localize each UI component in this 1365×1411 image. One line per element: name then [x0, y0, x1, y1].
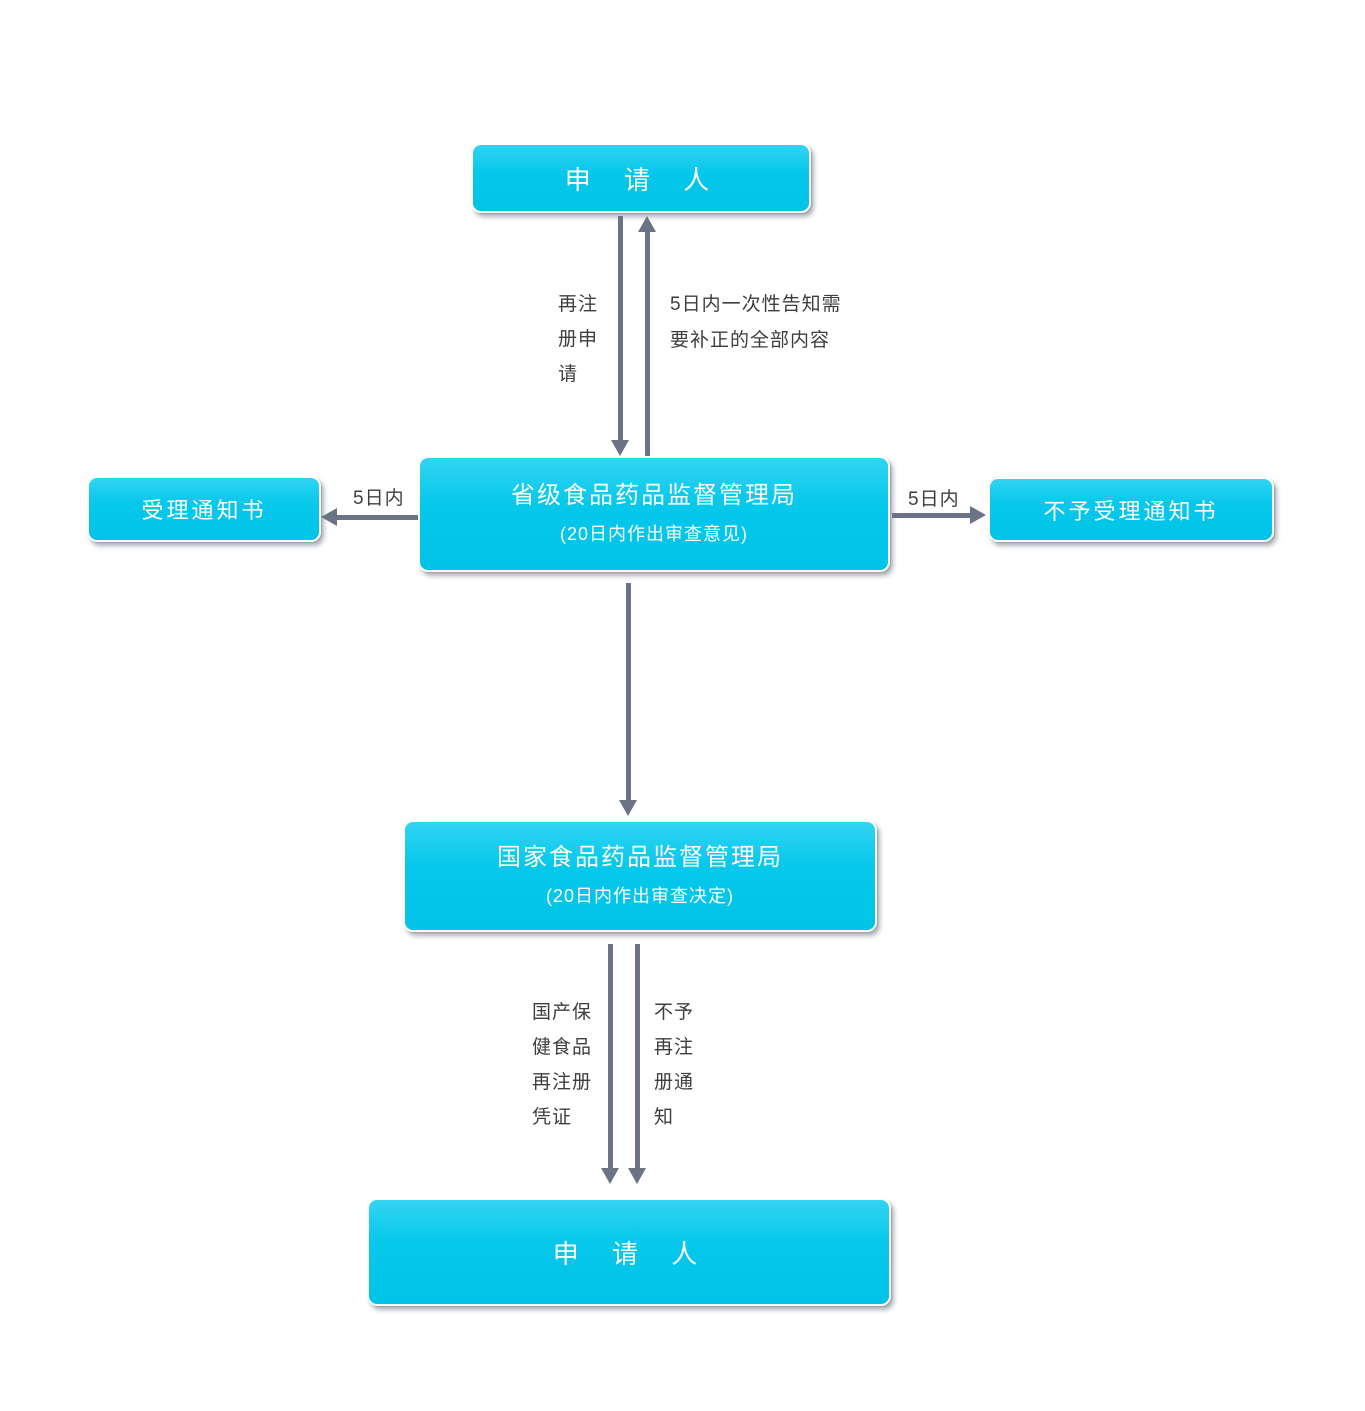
- arrowhead-down-icon: [601, 1168, 619, 1184]
- node-national-fda-title: 国家食品药品监督管理局: [497, 843, 783, 871]
- edge-label-within-5-days-left: 5日内: [353, 488, 405, 509]
- edge-label-non-renewal: 不予 再注 册通 知: [654, 1002, 695, 1128]
- edge-label-certificate: 国产保 健食品 再注册 凭证: [532, 1002, 593, 1128]
- node-applicant-bottom: 申 请 人: [367, 1198, 891, 1306]
- arrowhead-down-icon: [619, 800, 637, 816]
- node-rejection-notice-label: 不予受理通知书: [1043, 498, 1219, 524]
- arrowhead-down-icon: [628, 1168, 646, 1184]
- arrowhead-down-icon: [611, 440, 629, 456]
- arrowhead-up-icon: [638, 216, 656, 232]
- node-applicant-top-label: 申 请 人: [564, 164, 718, 195]
- arrowhead-left-icon: [321, 508, 337, 526]
- node-acceptance-notice: 受理通知书: [87, 476, 321, 542]
- node-provincial-fda-title: 省级食品药品监督管理局: [511, 481, 797, 509]
- node-national-fda-subtitle: (20日内作出审查决定): [545, 886, 734, 907]
- edge-label-reregistration-application: 再注 册申 请: [558, 294, 599, 385]
- node-rejection-notice: 不予受理通知书: [988, 477, 1274, 542]
- node-acceptance-notice-label: 受理通知书: [141, 498, 267, 523]
- node-applicant-top: 申 请 人: [471, 143, 811, 213]
- edge-label-within-5-days-right: 5日内: [908, 489, 960, 510]
- node-provincial-fda-subtitle: (20日内作出审查意见): [559, 524, 748, 545]
- node-provincial-fda: 省级食品药品监督管理局 (20日内作出审查意见): [418, 456, 890, 572]
- node-applicant-bottom-label: 申 请 人: [552, 1238, 706, 1269]
- arrowhead-right-icon: [970, 506, 986, 524]
- edge-label-correction-notification: 5日内一次性告知需 要补正的全部内容: [670, 294, 842, 351]
- node-national-fda: 国家食品药品监督管理局 (20日内作出审查决定): [403, 820, 877, 932]
